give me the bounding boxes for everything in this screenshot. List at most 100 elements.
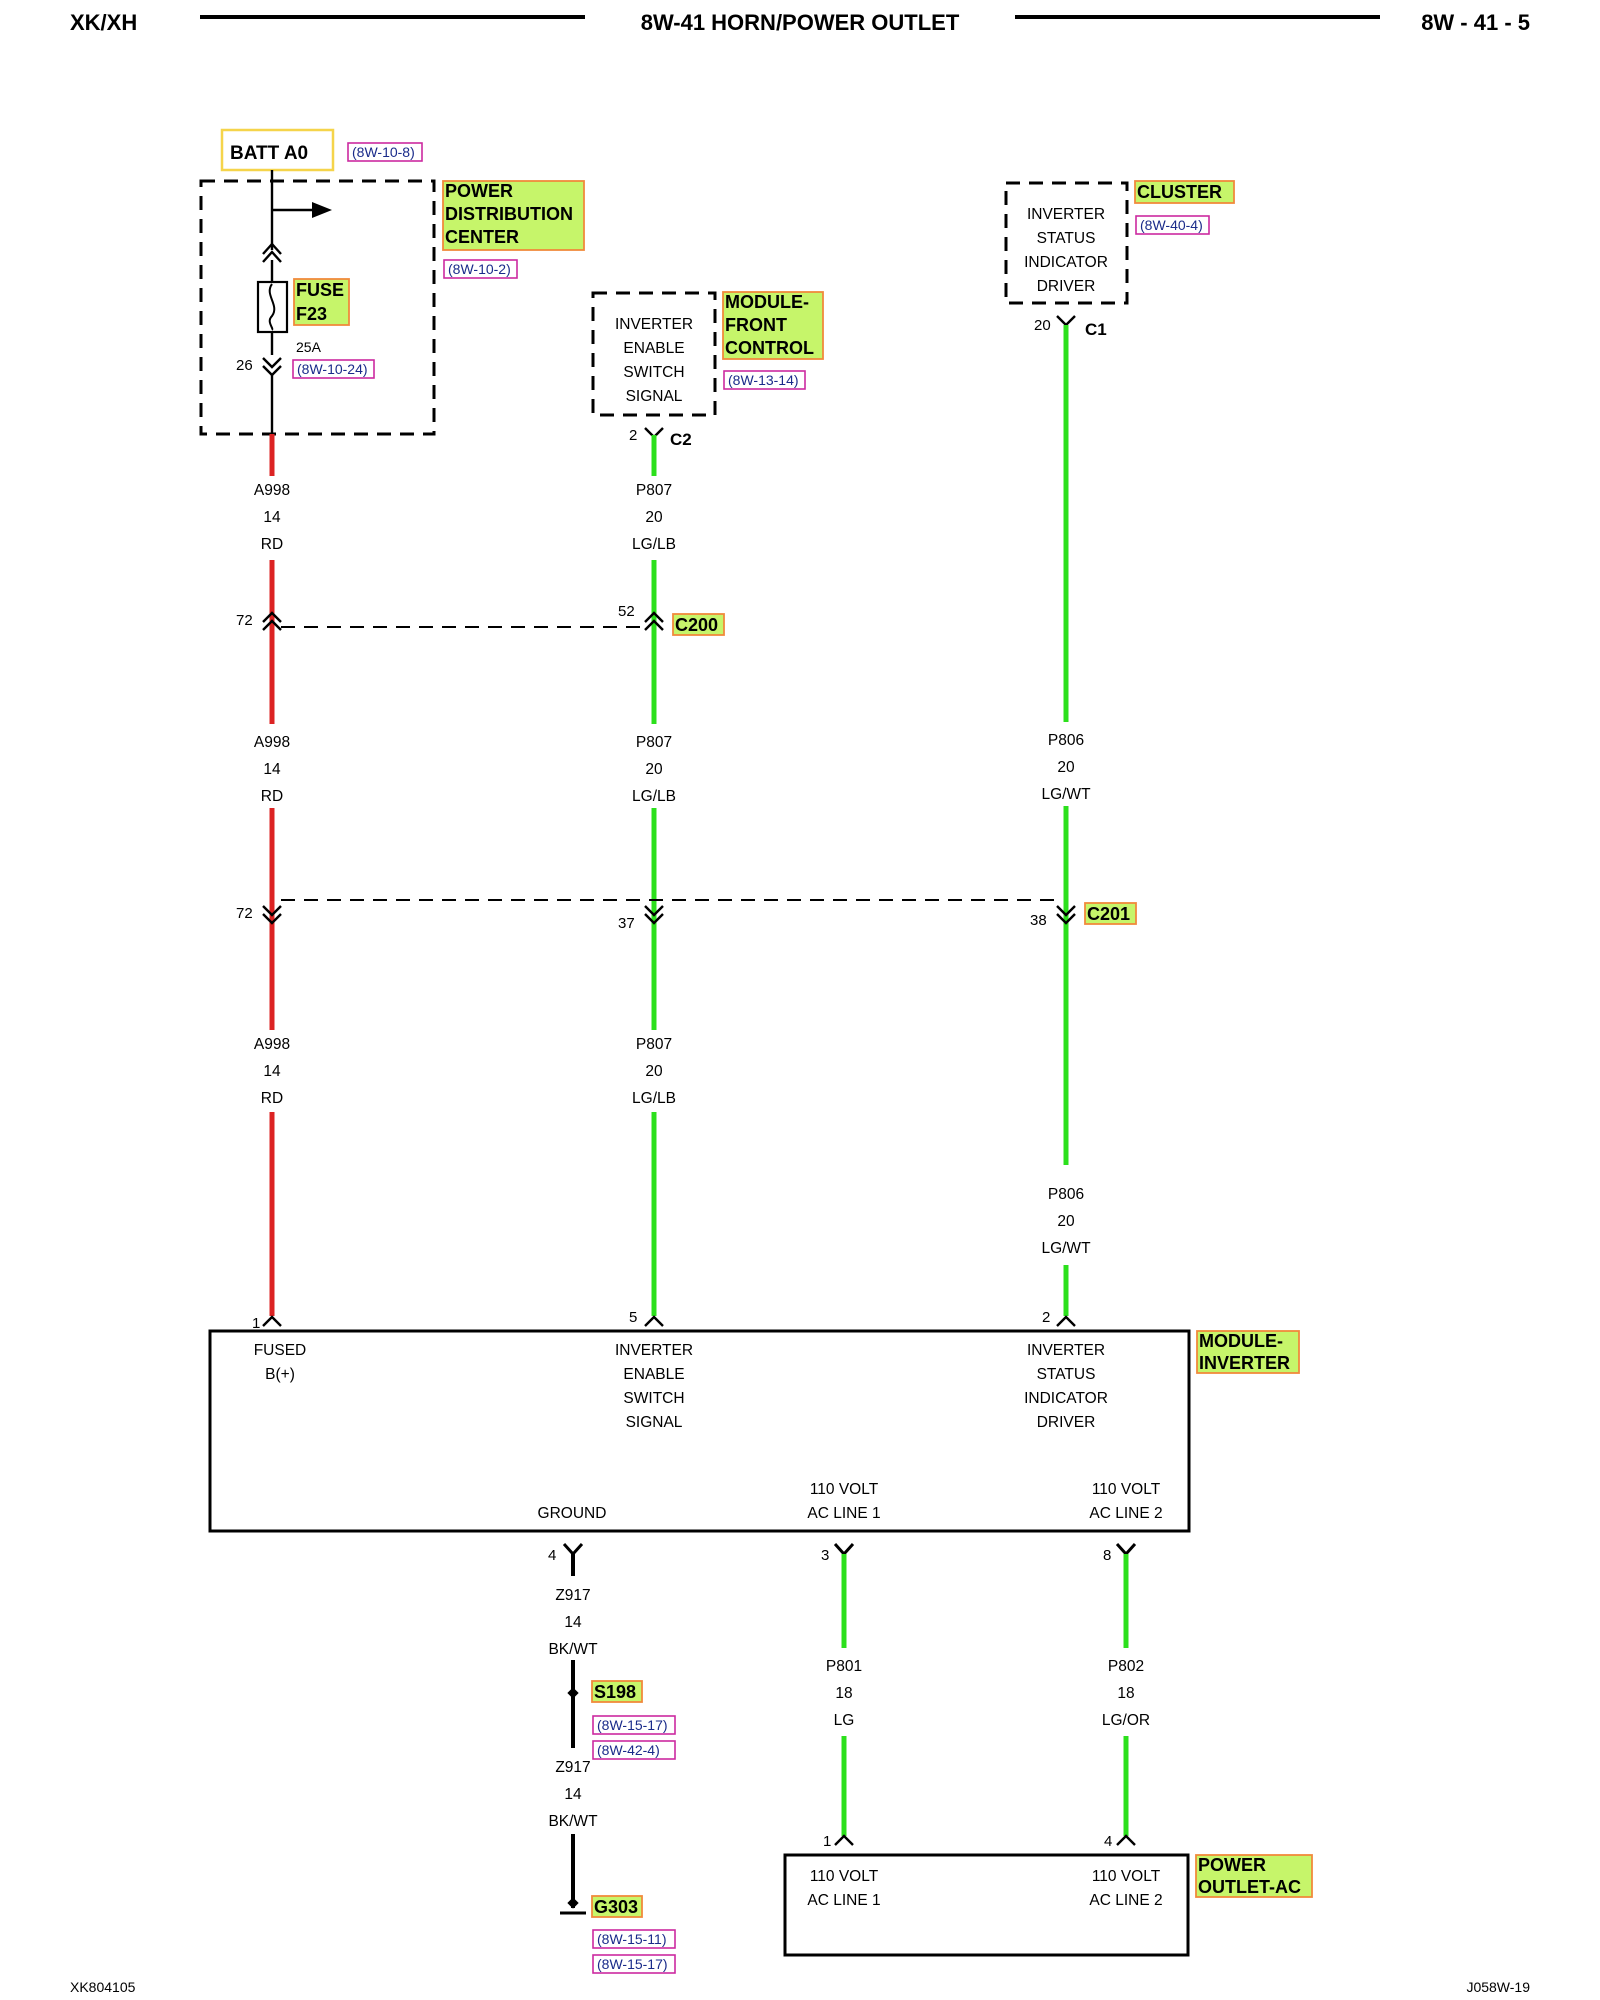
outlet-ac2-line2: AC LINE 2 — [1089, 1892, 1162, 1909]
inverter-name-highlight — [1196, 1330, 1300, 1374]
cluster-pin: 20 — [1034, 317, 1051, 334]
a998-label-1-gauge: 14 — [263, 509, 281, 526]
batt-ref-link[interactable]: (8W-10-8) — [352, 144, 415, 160]
inverter-pin5-connector-icon — [644, 1315, 664, 1327]
pdc-box — [199, 179, 436, 436]
inverter-pin-ac1: 3 — [821, 1547, 829, 1564]
inverter-fused-line1: FUSED — [254, 1342, 307, 1359]
a998-label-3-color: RD — [261, 1090, 283, 1107]
p801-label-gauge: 18 — [835, 1685, 852, 1702]
inverter-pin-ground: 4 — [548, 1547, 556, 1564]
fuse-name-line1: FUSE — [296, 280, 344, 300]
inverter-name-line1: MODULE- — [1199, 1331, 1283, 1351]
cluster-box-line3: INDICATOR — [1024, 254, 1108, 271]
cluster-ref-box[interactable] — [1135, 215, 1210, 235]
fuse-name-highlight — [293, 278, 350, 326]
fcm-name-line1: MODULE- — [725, 292, 809, 312]
z917-label-1-circuit: Z917 — [555, 1587, 590, 1604]
batt-label-box — [220, 128, 335, 172]
a998-label-3-gauge: 14 — [263, 1063, 281, 1080]
s198-ref1-box[interactable] — [592, 1715, 676, 1735]
cluster-connector-icon — [1056, 315, 1076, 327]
inverter-fused-line2: B(+) — [265, 1366, 295, 1383]
pdc-pin: 26 — [236, 357, 253, 374]
g303-ref1-box[interactable] — [592, 1929, 676, 1949]
cluster-ref-link[interactable]: (8W-40-4) — [1140, 217, 1203, 233]
g303-ref2-link[interactable]: (8W-15-17) — [597, 1956, 668, 1972]
s198-ref2-box[interactable] — [592, 1740, 676, 1760]
c201-a998-connector-icon — [262, 905, 282, 917]
s198-ref1-link[interactable]: (8W-15-17) — [597, 1717, 668, 1733]
g303-name: G303 — [594, 1897, 638, 1917]
fcm-ref-link[interactable]: (8W-13-14) — [728, 372, 799, 388]
fcm-box-line3: SWITCH — [623, 364, 684, 381]
c201-p807-connector2-icon — [644, 913, 664, 925]
fcm-ref-box[interactable] — [723, 370, 806, 390]
outlet-pin1-connector-icon — [834, 1834, 854, 1846]
a998-label-2-circuit: A998 — [254, 734, 290, 751]
fuse-body-icon — [256, 280, 289, 334]
inverter-status-line4: DRIVER — [1037, 1414, 1096, 1431]
z917-label-1-gauge: 14 — [564, 1614, 582, 1631]
p806-label-1-gauge: 20 — [1057, 759, 1075, 776]
pdc-name-line2: DISTRIBUTION — [445, 204, 573, 224]
fuse-rating: 25A — [296, 339, 322, 355]
inverter-ac2-line1: 110 VOLT — [1092, 1481, 1161, 1498]
cluster-box-line1: INVERTER — [1027, 206, 1105, 223]
z917-label-2-color: BK/WT — [548, 1813, 598, 1830]
outlet-name-highlight — [1195, 1854, 1313, 1898]
p802-label-circuit: P802 — [1108, 1658, 1144, 1675]
fcm-box-line2: ENABLE — [623, 340, 684, 357]
header-left: XK/XH — [70, 10, 137, 35]
c200-a998-connector-icon — [262, 611, 282, 623]
inverter-enable-line4: SIGNAL — [626, 1414, 683, 1431]
p807-label-1-circuit: P807 — [636, 482, 672, 499]
s198-name-highlight — [591, 1680, 643, 1703]
inverter-module-box — [208, 1329, 1191, 1533]
inverter-status-line2: STATUS — [1037, 1366, 1096, 1383]
p802-label-color: LG/OR — [1102, 1712, 1150, 1729]
outlet-name-line1: POWER — [1198, 1855, 1266, 1875]
inverter-pin4-connector-icon — [562, 1542, 584, 1557]
header-title: 8W-41 HORN/POWER OUTLET — [641, 10, 960, 35]
outlet-pin-ac2: 4 — [1104, 1833, 1112, 1850]
a998-label-1-circuit: A998 — [254, 482, 290, 499]
pdc-ref-link[interactable]: (8W-10-2) — [448, 261, 511, 277]
p806-label-2-color: LG/WT — [1041, 1240, 1091, 1257]
fuse-connector-top-icon — [262, 242, 282, 255]
inverter-status-line3: INDICATOR — [1024, 1390, 1108, 1407]
s198-ref2-link[interactable]: (8W-42-4) — [597, 1742, 660, 1758]
c200-p807-connector2-icon — [644, 619, 664, 631]
c201-p806-connector2-icon — [1056, 913, 1076, 925]
g303-ref1-link[interactable]: (8W-15-11) — [597, 1931, 667, 1947]
fcm-box — [591, 291, 717, 417]
c201-pin-p807: 37 — [618, 915, 635, 932]
fuse-element-icon — [268, 283, 276, 331]
g303-name-highlight — [591, 1895, 643, 1918]
outlet-name-line2: OUTLET-AC — [1198, 1877, 1301, 1897]
outlet-box — [783, 1853, 1190, 1957]
fuse-name-line2: F23 — [296, 304, 327, 324]
bus-arrow-icon — [312, 202, 332, 218]
header-right: 8W - 41 - 5 — [1421, 10, 1530, 35]
s198-name: S198 — [594, 1682, 636, 1702]
p806-label-2-circuit: P806 — [1048, 1186, 1084, 1203]
inverter-enable-line1: INVERTER — [615, 1342, 693, 1359]
pdc-ref-box[interactable] — [443, 259, 518, 279]
c201-p806-connector-icon — [1056, 905, 1076, 917]
g303-ref2-box[interactable] — [592, 1954, 676, 1974]
p807-label-3-circuit: P807 — [636, 1036, 672, 1053]
s198-splice-icon — [567, 1687, 579, 1699]
p806-label-1-circuit: P806 — [1048, 732, 1084, 749]
outlet-ac2-line1: 110 VOLT — [1092, 1868, 1161, 1885]
inverter-pin1-connector-icon — [262, 1315, 282, 1327]
fcm-name-highlight — [722, 291, 824, 360]
footer-right: J058W-19 — [1466, 1979, 1530, 1995]
z917-label-2-gauge: 14 — [564, 1786, 582, 1803]
fuse-ref-link[interactable]: (8W-10-24) — [297, 361, 368, 377]
outlet-ac1-line1: 110 VOLT — [810, 1868, 879, 1885]
batt-ref-box[interactable] — [347, 142, 423, 162]
fuse-ref-box[interactable] — [292, 359, 375, 379]
inverter-pin-status: 2 — [1042, 1309, 1050, 1326]
